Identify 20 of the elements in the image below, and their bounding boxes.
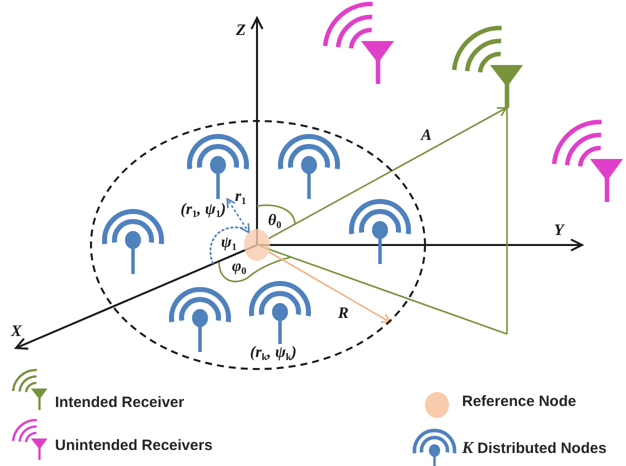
wireless-node-icon (348, 198, 412, 264)
reference-dot-icon (244, 229, 270, 261)
coordinate-label: (r$_{k}$, ψ$_{k}$) (250, 344, 297, 362)
legend-label: Reference Node (462, 393, 576, 411)
double-arrow (226, 198, 250, 234)
legend-label: Intended Receiver (55, 394, 184, 412)
wireless-node-icon (277, 133, 341, 199)
angle-label: θ$_{0}$ (268, 213, 282, 229)
angle-label: φ$_{0}$ (232, 259, 246, 275)
coordinate-label: (r$_{1}$, ψ$_{1}$) (180, 201, 226, 219)
axis-label: X (11, 324, 22, 340)
legend-label: K Distributed Nodes (462, 438, 607, 458)
legend-label: Unintended Receivers (55, 437, 213, 455)
wireless-node-icon (168, 286, 232, 352)
wireless-node-icon (101, 208, 165, 274)
axis-label: Y (554, 223, 564, 239)
axis-label: Z (236, 23, 246, 39)
arrow (268, 251, 391, 323)
angle-label: ψ$_{1}$ (221, 235, 237, 251)
arrow (268, 107, 507, 240)
